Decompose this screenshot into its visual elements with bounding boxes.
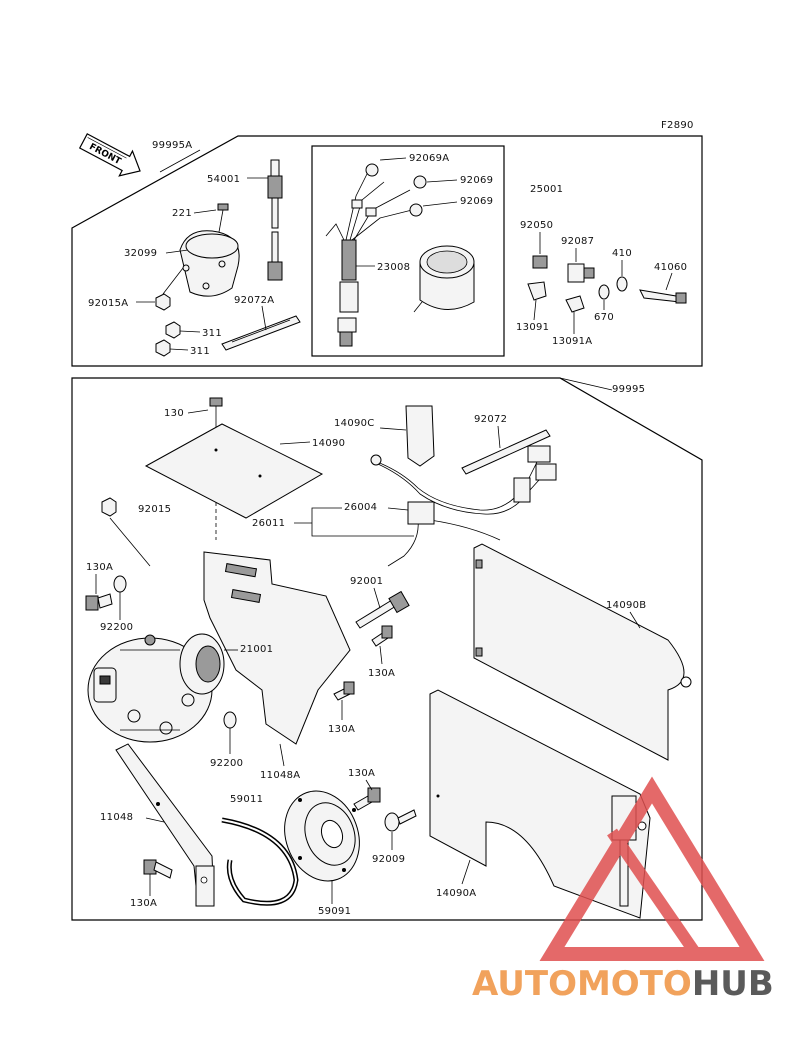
label-25001: 25001 xyxy=(530,184,563,195)
bolt-130A-c xyxy=(333,681,355,701)
label-21001: 21001 xyxy=(240,644,273,655)
v-belt-59011 xyxy=(221,817,299,906)
kit-bottom-frame xyxy=(71,377,703,921)
brand-name-part2: HUB xyxy=(692,964,774,1004)
switch-92087 xyxy=(567,263,595,283)
label-92015A: 92015A xyxy=(88,298,128,309)
cover-14090A xyxy=(429,689,651,919)
label-11048: 11048 xyxy=(100,812,133,823)
bolt-92009 xyxy=(384,809,417,832)
label-92087: 92087 xyxy=(561,236,594,247)
hour-meter-25001 xyxy=(413,245,475,313)
label-92200-a: 92200 xyxy=(100,622,133,633)
washer-92200-b xyxy=(223,711,237,729)
label-26011: 26011 xyxy=(252,518,285,529)
label-23008: 23008 xyxy=(377,262,410,273)
label-32099: 32099 xyxy=(124,248,157,259)
brand-name-part1: AUTOMOTO xyxy=(472,964,692,1004)
label-11048A: 11048A xyxy=(260,770,300,781)
bolt-130A-a xyxy=(85,593,113,611)
label-92015: 92015 xyxy=(138,504,171,515)
label-92009: 92009 xyxy=(372,854,405,865)
label-92200-b: 92200 xyxy=(210,758,243,769)
label-92072A: 92072A xyxy=(234,295,274,306)
label-59011: 59011 xyxy=(230,794,263,805)
harness-23008 xyxy=(325,163,427,347)
label-410: 410 xyxy=(612,248,632,259)
label-59091: 59091 xyxy=(318,906,351,917)
tie-band-92072A xyxy=(221,315,301,351)
label-14090A: 14090A xyxy=(436,888,476,899)
label-14090: 14090 xyxy=(312,438,345,449)
nut-92015 xyxy=(101,497,117,517)
label-130A-a: 130A xyxy=(86,562,113,573)
lamp-92050 xyxy=(532,255,548,269)
label-221: 221 xyxy=(172,208,192,219)
svg-text:AUTOMOTOHUB: AUTOMOTOHUB xyxy=(472,964,774,1004)
nut-311-a xyxy=(165,321,181,339)
pulley-59091 xyxy=(284,790,360,882)
nut-92015A xyxy=(155,293,171,311)
label-130: 130 xyxy=(164,408,184,419)
bolt-130A-b xyxy=(371,625,393,647)
cover-14090B xyxy=(473,543,685,761)
label-54001: 54001 xyxy=(207,174,240,185)
label-14090B: 14090B xyxy=(606,600,646,611)
label-92069A: 92069A xyxy=(409,153,449,164)
label-92001: 92001 xyxy=(350,576,383,587)
label-311-b: 311 xyxy=(190,346,210,357)
tie-band-92072 xyxy=(461,429,551,475)
label-92050: 92050 xyxy=(520,220,553,231)
bracket-11048A xyxy=(203,551,351,745)
figure-code: F2890 xyxy=(661,120,694,131)
label-41060: 41060 xyxy=(654,262,687,273)
boot-14090C xyxy=(405,405,435,467)
label-26004: 26004 xyxy=(344,502,377,513)
label-92069-b: 92069 xyxy=(460,196,493,207)
bolt-130A-d xyxy=(143,859,173,879)
front-arrow-icon: FRONT xyxy=(78,133,141,177)
brand-logo xyxy=(539,776,765,961)
label-130A-c: 130A xyxy=(328,724,355,735)
sensor-41060 xyxy=(639,289,687,304)
washer-410 xyxy=(616,276,628,292)
meter-cup-32099 xyxy=(179,230,240,297)
alternator-21001 xyxy=(87,633,225,743)
label-130A-d: 130A xyxy=(130,898,157,909)
washer-670 xyxy=(598,284,610,300)
bracket-13091 xyxy=(527,281,547,301)
kit-number-99995: 99995 xyxy=(612,384,645,395)
washer-92200-a xyxy=(113,575,127,593)
label-92069-a: 92069 xyxy=(460,175,493,186)
nut-311-b xyxy=(155,339,171,357)
kit-top-frame xyxy=(71,135,703,367)
label-130A-b: 130A xyxy=(368,668,395,679)
label-92072: 92072 xyxy=(474,414,507,425)
label-130A-e: 130A xyxy=(348,768,375,779)
label-14090C: 14090C xyxy=(334,418,375,429)
screw-221 xyxy=(217,203,229,233)
label-13091: 13091 xyxy=(516,322,549,333)
label-311-a: 311 xyxy=(202,328,222,339)
bracket-13091A xyxy=(565,295,585,313)
kit-number-99995A: 99995A xyxy=(152,140,192,151)
bolt-130A-e xyxy=(353,787,381,811)
meter-cable-54001 xyxy=(267,159,283,281)
label-13091A: 13091A xyxy=(552,336,592,347)
bolt-92001 xyxy=(355,590,410,629)
label-670: 670 xyxy=(594,312,614,323)
harness-26011 xyxy=(370,445,557,567)
brand-wordmark: AUTOMOTOHUB xyxy=(472,964,774,1004)
plate-14090 xyxy=(144,423,324,519)
